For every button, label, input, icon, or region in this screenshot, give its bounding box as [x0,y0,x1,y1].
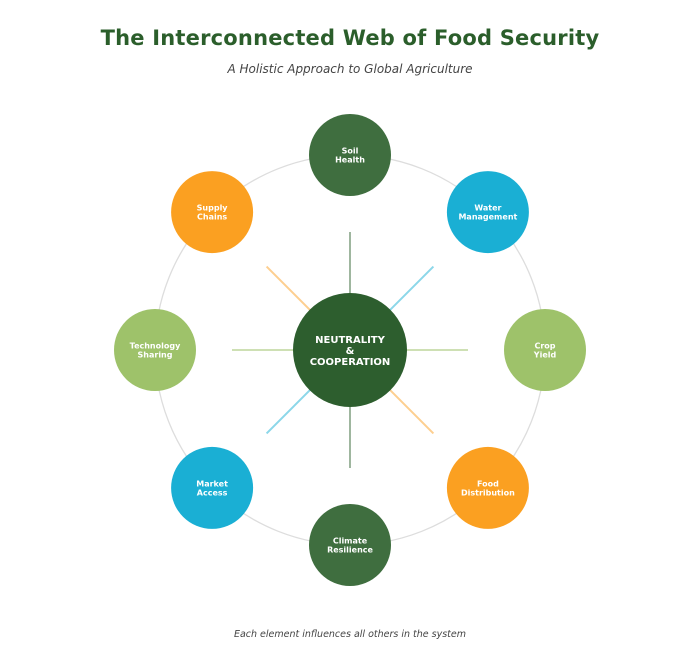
node-label-water-management-line-2: Management [458,213,517,222]
node-label-soil-health-line-2: Health [335,156,365,165]
node-circle-climate-resilience [309,504,391,586]
node-circle-market-access [171,446,254,529]
node-label-climate-resilience-line-2: Resilience [327,546,373,555]
node-circle-water-management [446,171,529,254]
node-label-technology-sharing-line-1: Technology [130,342,181,351]
node-label-market-access-line-2: Access [197,488,228,497]
footer-note: Each element influences all others in th… [233,629,467,640]
center-circle [293,293,407,407]
node-label-technology-sharing-line-2: Sharing [138,351,173,360]
node-circle-food-distribution [446,446,529,529]
node-label-supply-chains-line-1: Supply [197,204,229,213]
nodes-group: SoilHealthWaterManagementCropYieldFoodDi… [114,114,586,586]
node-circle-technology-sharing [114,309,196,391]
node-label-food-distribution-line-1: Food [477,479,499,488]
node-label-market-access-line-1: Market [196,479,228,488]
node-circle-supply-chains [171,171,254,254]
node-label-climate-resilience-line-1: Climate [333,537,368,546]
node-circle-crop-yield [504,309,586,391]
diagram-title: The Interconnected Web of Food Security [100,26,600,50]
node-label-soil-health-line-1: Soil [342,147,359,156]
node-label-crop-yield-line-1: Crop [534,342,555,351]
node-label-water-management-line-1: Water [474,204,501,213]
diagram-subtitle: A Holistic Approach to Global Agricultur… [227,62,473,76]
node-circle-soil-health [309,114,391,196]
center-node: NEUTRALITY & COOPERATION [293,293,407,407]
center-label-line-2: & [346,346,355,357]
center-label-line-1: NEUTRALITY [315,335,385,346]
node-label-crop-yield-line-2: Yield [533,351,557,360]
node-label-supply-chains-line-2: Chains [197,213,227,222]
node-label-food-distribution-line-2: Distribution [461,488,515,497]
center-label-line-3: COOPERATION [310,357,391,368]
